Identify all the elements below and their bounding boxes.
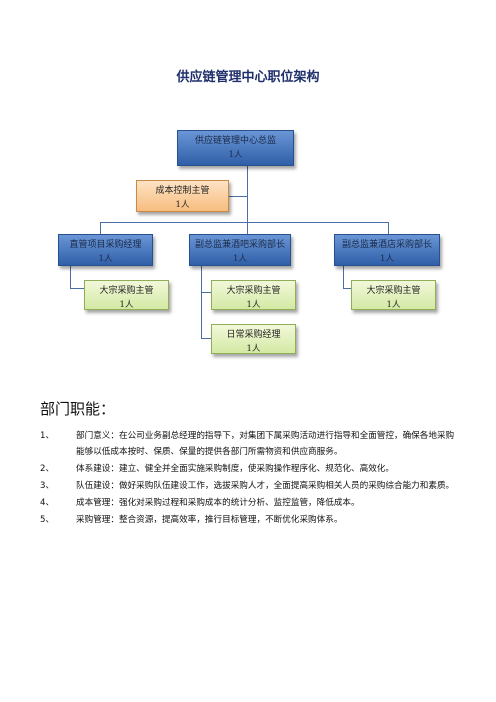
list-item-number: 3、 — [40, 481, 55, 491]
connector — [229, 196, 247, 197]
org-box-count: 1人 — [246, 300, 261, 310]
org-box-hotel-purchasing-head: 副总监兼酒店采购部长 1人 — [334, 234, 440, 266]
connector — [247, 222, 248, 234]
connector — [100, 222, 101, 234]
connector — [201, 338, 211, 339]
org-box-count: 1人 — [228, 150, 243, 160]
org-box-cost-control: 成本控制主管 1人 — [136, 180, 229, 212]
org-box-count: 1人 — [386, 300, 401, 310]
connector — [100, 222, 388, 223]
org-box-title: 大宗采购主管 — [226, 286, 281, 296]
list-item-number: 1、 — [40, 431, 55, 441]
connector — [70, 266, 71, 288]
list-item-number: 4、 — [40, 498, 55, 508]
org-box-title: 日常采购经理 — [226, 330, 281, 340]
list-item-number: 5、 — [40, 515, 55, 525]
org-box-title: 大宗采购主管 — [99, 286, 154, 296]
connector — [343, 266, 344, 288]
connector — [247, 166, 248, 222]
connector — [388, 222, 389, 234]
connector — [343, 288, 351, 289]
page-title: 供应链管理中心职位架构 — [176, 70, 320, 85]
org-box-count: 1人 — [380, 254, 394, 264]
org-box-title: 大宗采购主管 — [366, 286, 421, 296]
org-box-daily-purchasing-manager: 日常采购经理 1人 — [211, 324, 296, 354]
org-box-title: 成本控制主管 — [155, 186, 210, 196]
connector — [201, 292, 211, 293]
list-item: 3、 队伍建设：做好采购队伍建设工作，选拔采购人才，全面提高采购相关人员的采购综… — [40, 478, 460, 494]
org-box-count: 1人 — [98, 254, 113, 264]
org-box-director: 供应链管理中心总监 1人 — [177, 130, 294, 166]
org-box-title: 副总监兼酒吧采购部长 — [194, 240, 285, 250]
list-item: 1、 部门意义：在公司业务副总经理的指导下，对集团下属采购活动进行指导和全面管控… — [40, 428, 460, 460]
org-box-project-purchasing-manager: 直管项目采购经理 1人 — [58, 234, 153, 266]
duty-list: 1、 部门意义：在公司业务副总经理的指导下，对集团下属采购活动进行指导和全面管控… — [40, 428, 460, 529]
org-box-bulk-supervisor-2: 大宗采购主管 1人 — [211, 280, 296, 310]
org-box-count: 1人 — [175, 200, 190, 210]
list-item-text: 成本管理：强化对采购过程和采购成本的统计分析、监控监管，降低成本。 — [76, 498, 360, 508]
org-box-bulk-supervisor-1: 大宗采购主管 1人 — [84, 280, 169, 310]
org-box-count: 1人 — [119, 300, 134, 310]
connector — [201, 266, 202, 338]
org-box-title: 供应链管理中心总监 — [194, 136, 276, 146]
org-box-bar-purchasing-head: 副总监兼酒吧采购部长 1人 — [189, 234, 291, 266]
org-box-title: 直管项目采购经理 — [69, 240, 142, 250]
list-item-text: 采购管理：整合资源，提高效率，推行目标管理，不断优化采购体系。 — [76, 515, 343, 525]
list-item-text: 体系建设：建立、健全并全面实施采购制度，使采购操作程序化、规范化、高效化。 — [76, 464, 394, 474]
list-item: 4、 成本管理：强化对采购过程和采购成本的统计分析、监控监管，降低成本。 — [40, 495, 460, 511]
org-box-bulk-supervisor-3: 大宗采购主管 1人 — [351, 280, 436, 310]
org-box-count: 1人 — [233, 254, 247, 264]
list-item-text: 队伍建设：做好采购队伍建设工作，选拔采购人才，全面提高采购相关人员的采购综合能力… — [76, 481, 455, 491]
connector — [70, 288, 84, 289]
org-chart: 供应链管理中心总监 1人 成本控制主管 1人 直管项目采购经理 1人 副总监兼酒… — [58, 130, 440, 354]
list-item-text: 部门意义：在公司业务副总经理的指导下，对集团下属采购活动进行指导和全面管控，确保… — [76, 431, 455, 457]
list-item-number: 2、 — [40, 464, 55, 474]
list-item: 5、 采购管理：整合资源，提高效率，推行目标管理，不断优化采购体系。 — [40, 512, 460, 528]
list-item: 2、 体系建设：建立、健全并全面实施采购制度，使采购操作程序化、规范化、高效化。 — [40, 461, 460, 477]
org-box-title: 副总监兼酒店采购部长 — [341, 240, 432, 250]
section-heading: 部门职能： — [40, 400, 116, 418]
org-box-count: 1人 — [246, 344, 261, 354]
